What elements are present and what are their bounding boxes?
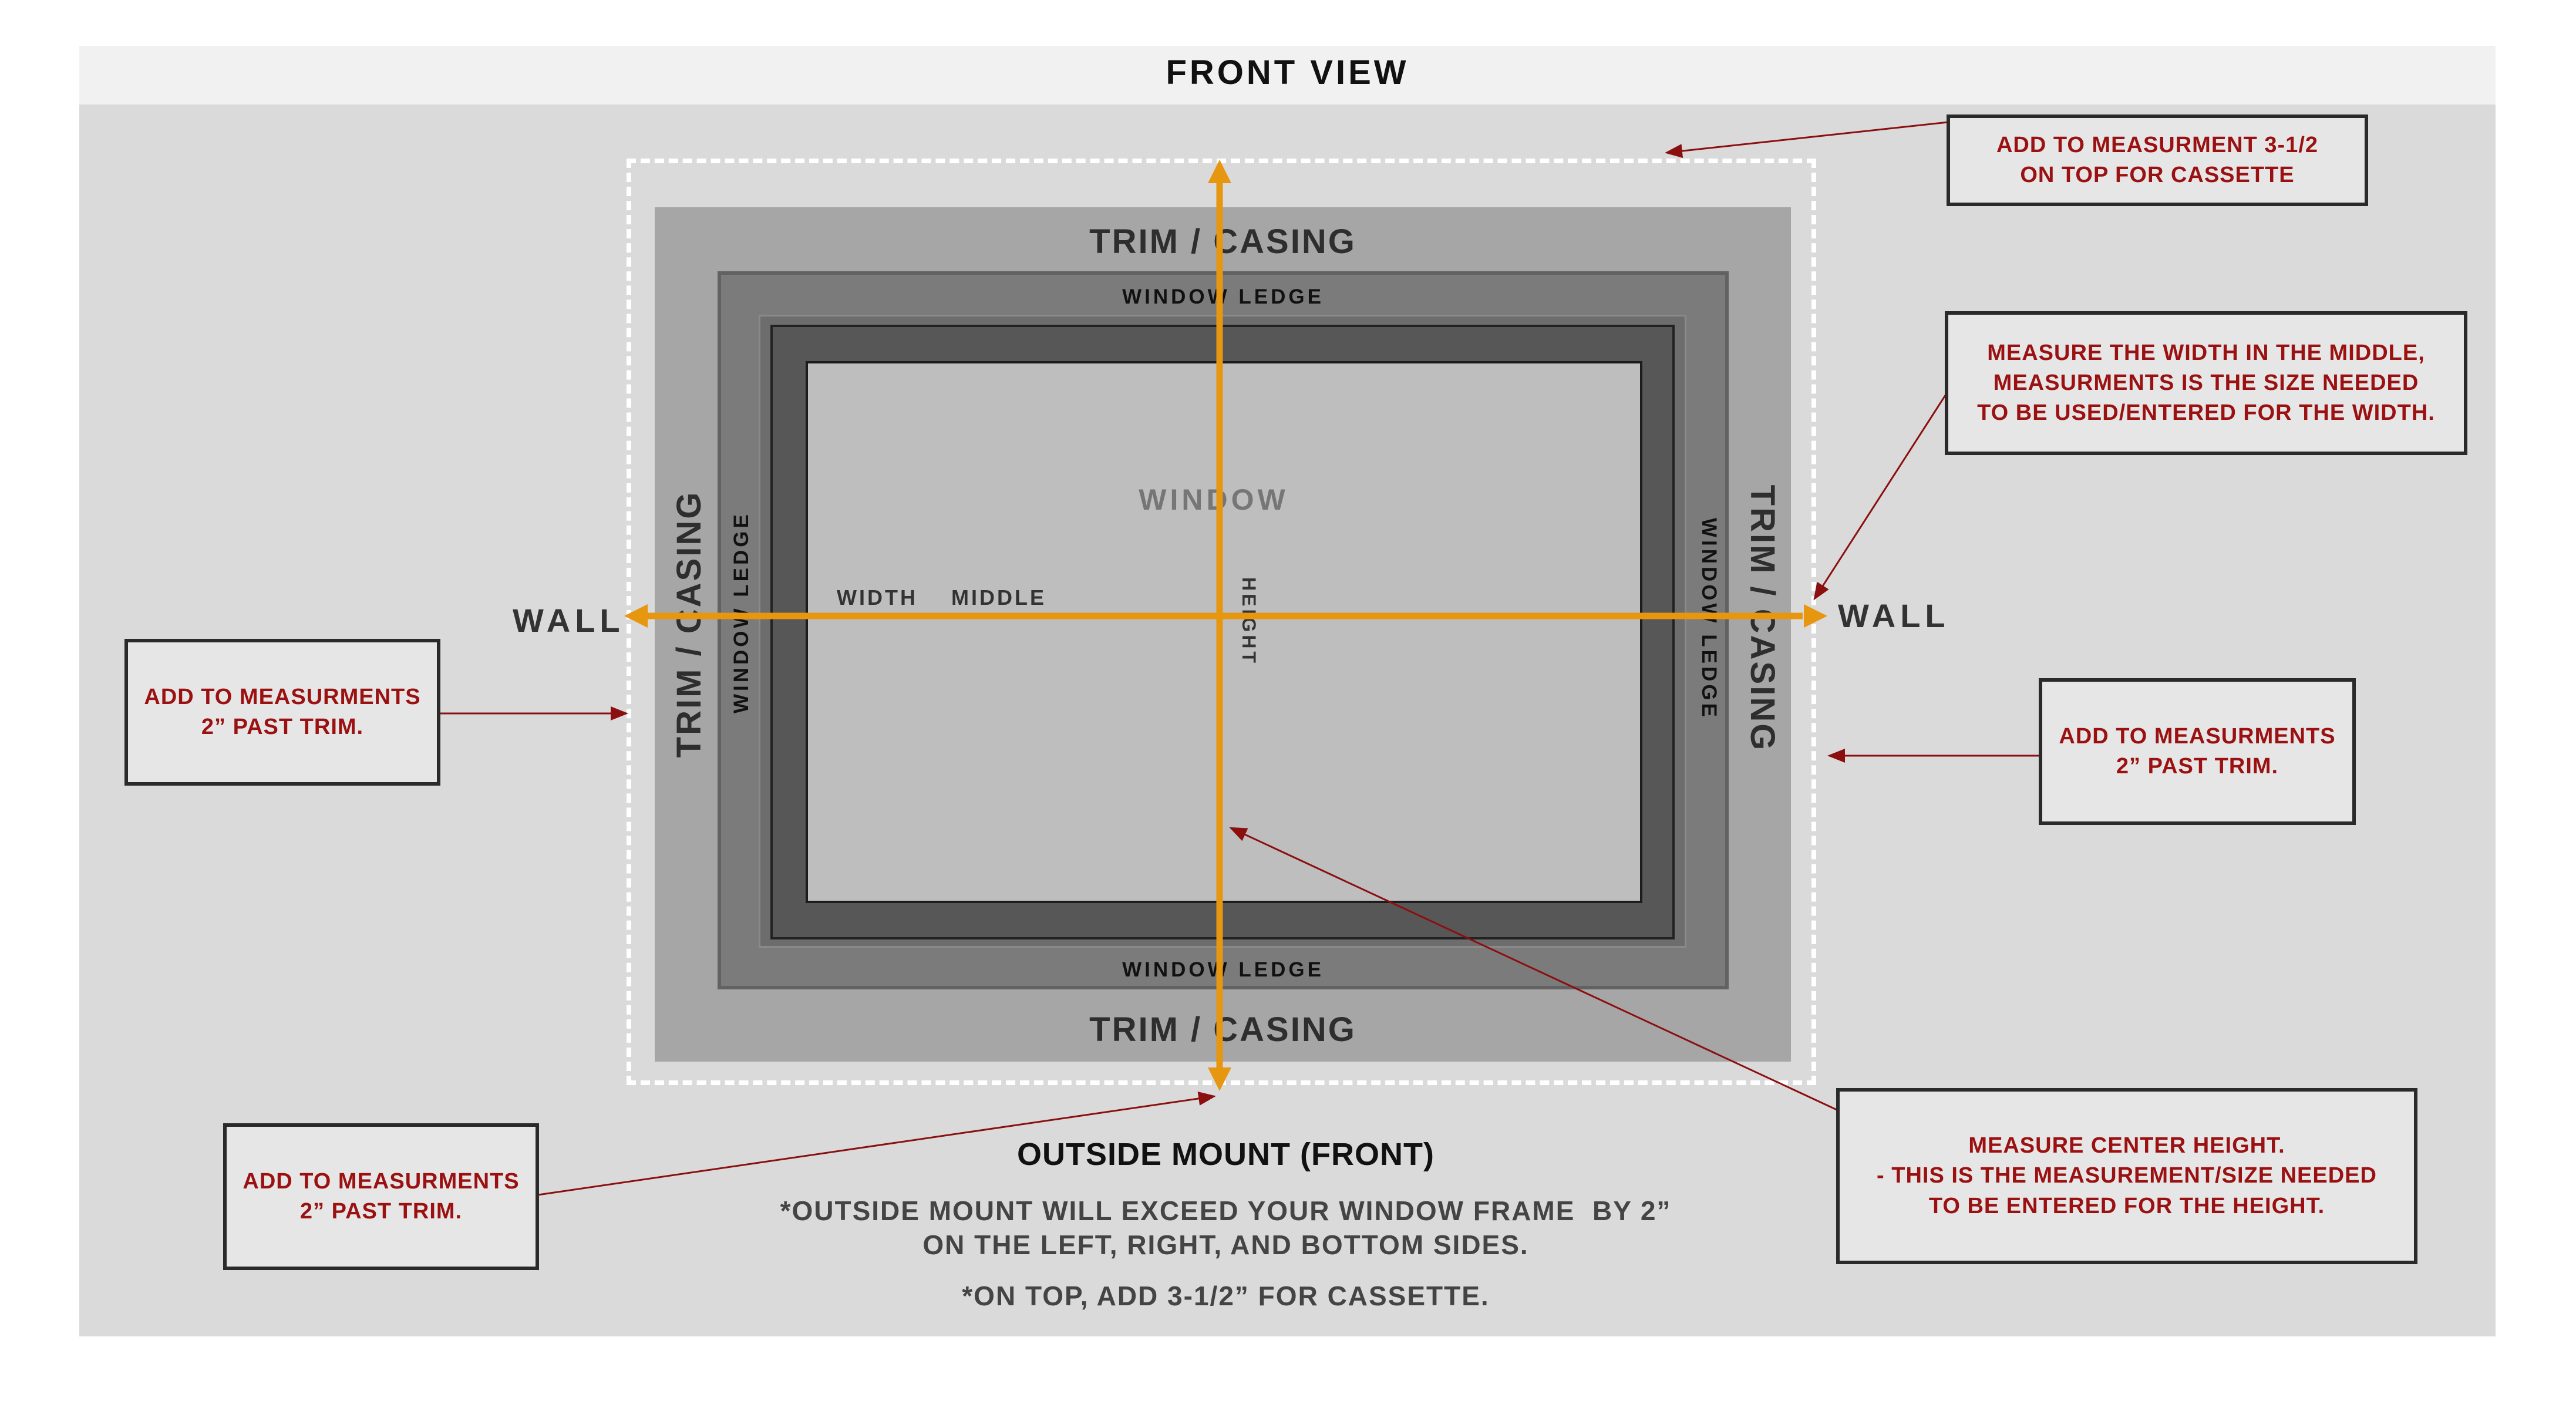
pointer-top-right bbox=[1665, 121, 1949, 159]
middle-label: MIDDLE bbox=[951, 585, 1046, 609]
caption-line-2: ON THE LEFT, RIGHT, AND BOTTOM SIDES. bbox=[922, 1230, 1529, 1260]
callout-left-trim: ADD TO MEASURMENTS 2” PAST TRIM. bbox=[124, 639, 440, 786]
window-label: WINDOW bbox=[1139, 483, 1289, 516]
callout-width-middle: MEASURE THE WIDTH IN THE MIDDLE, MEASURM… bbox=[1945, 311, 2467, 455]
callout-bottom-trim: ADD TO MEASURMENTS 2” PAST TRIM. bbox=[223, 1123, 539, 1270]
callout-cassette-top: ADD TO MEASURMENT 3-1/2 ON TOP FOR CASSE… bbox=[1947, 114, 2368, 206]
page-title: FRONT VIEW bbox=[1166, 53, 1409, 92]
caption-heading: OUTSIDE MOUNT (FRONT) bbox=[1017, 1137, 1435, 1172]
caption-line-1: *OUTSIDE MOUNT WILL EXCEED YOUR WINDOW F… bbox=[780, 1195, 1672, 1226]
wall-label-right: WALL bbox=[1838, 597, 1950, 634]
callout-center-height: MEASURE CENTER HEIGHT. - THIS IS THE MEA… bbox=[1836, 1088, 2417, 1264]
title-banner bbox=[79, 46, 2496, 105]
callout-right-trim: ADD TO MEASURMENTS 2” PAST TRIM. bbox=[2039, 678, 2356, 825]
pointer-width-note bbox=[1813, 393, 1948, 601]
window-glass bbox=[806, 361, 1642, 903]
width-label: WIDTH bbox=[837, 585, 918, 609]
pointer-height-note bbox=[1229, 827, 1837, 1111]
wall-label-left: WALL bbox=[513, 602, 625, 639]
width-arrow bbox=[624, 604, 1827, 628]
caption-line-3: *ON TOP, ADD 3-1/2” FOR CASSETTE. bbox=[962, 1281, 1490, 1311]
height-arrow bbox=[1208, 160, 1231, 1091]
pointer-bottom-left bbox=[537, 1092, 1216, 1196]
